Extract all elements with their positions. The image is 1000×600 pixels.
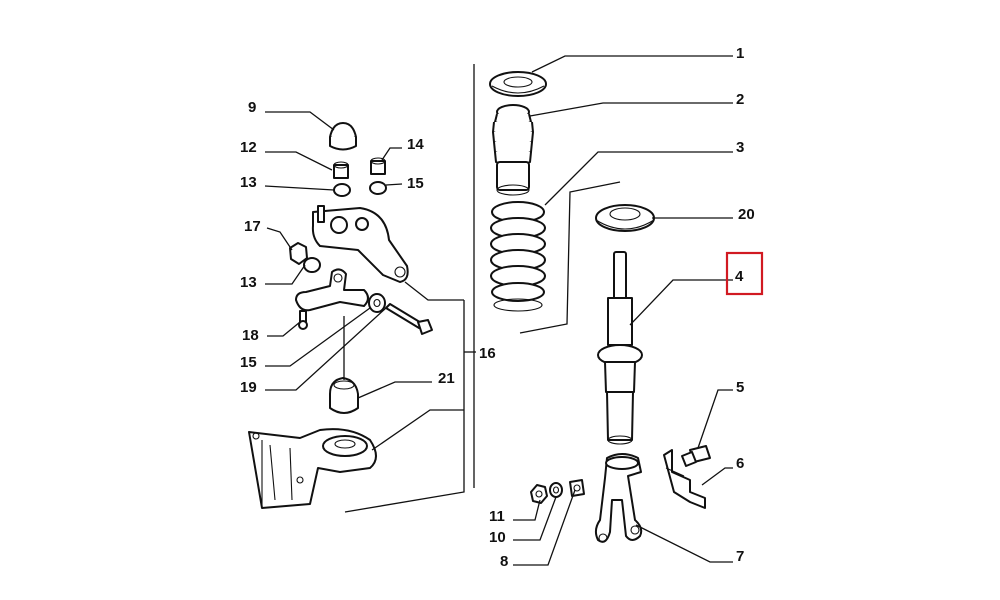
highlight-box (725, 251, 764, 296)
bushing-right-lower-part (369, 181, 387, 195)
nut-part (530, 484, 548, 504)
callout-21: 21 (438, 370, 455, 387)
callout-17: 17 (244, 218, 261, 235)
callout-6: 6 (736, 455, 744, 472)
bump-stop-part (329, 377, 359, 414)
bushing-lower-part (333, 183, 351, 197)
bracket-bolt-part (681, 445, 711, 467)
long-bolt-part (385, 303, 433, 335)
callout-20: 20 (738, 206, 755, 223)
callout-5: 5 (736, 379, 744, 396)
callout-3: 3 (736, 139, 744, 156)
callout-16: 16 (479, 345, 496, 362)
rubber-cap-part (329, 122, 357, 151)
control-arm-part (295, 268, 369, 330)
callout-7: 7 (736, 548, 744, 565)
shock-absorber-part (597, 251, 643, 445)
steering-knuckle-part (594, 453, 643, 543)
callout-12: 12 (240, 139, 257, 156)
bracket-16-line (344, 64, 475, 513)
bushing-13-part (303, 257, 321, 273)
bushing-right-part (370, 157, 386, 175)
callout-2: 2 (736, 91, 744, 108)
callout-1: 1 (736, 45, 744, 62)
callout-13-lower: 13 (240, 274, 257, 291)
callout-18: 18 (242, 327, 259, 344)
spring-seat-part (595, 204, 655, 232)
callout-9: 9 (248, 99, 256, 116)
dust-boot-part (492, 104, 534, 196)
strut-housing-part (248, 428, 377, 509)
callout-10: 10 (489, 529, 506, 546)
clip-part (569, 479, 585, 497)
washer-part (549, 482, 563, 498)
callout-14: 14 (407, 136, 424, 153)
mounting-bracket-part (663, 449, 706, 509)
callout-15-upper: 15 (407, 175, 424, 192)
callout-13-upper: 13 (240, 174, 257, 191)
upper-mount-bracket-part (311, 205, 409, 283)
top-mount-part (489, 71, 547, 97)
callout-8: 8 (500, 553, 508, 570)
bushing-17-part (289, 242, 308, 265)
callout-15-lower: 15 (240, 354, 257, 371)
bushing-part (333, 161, 349, 179)
washer-15-part (368, 293, 386, 313)
callout-4[interactable]: 4 (735, 268, 744, 285)
coil-spring-part (490, 201, 546, 312)
callout-11: 11 (489, 508, 505, 525)
callout-19: 19 (240, 379, 257, 396)
